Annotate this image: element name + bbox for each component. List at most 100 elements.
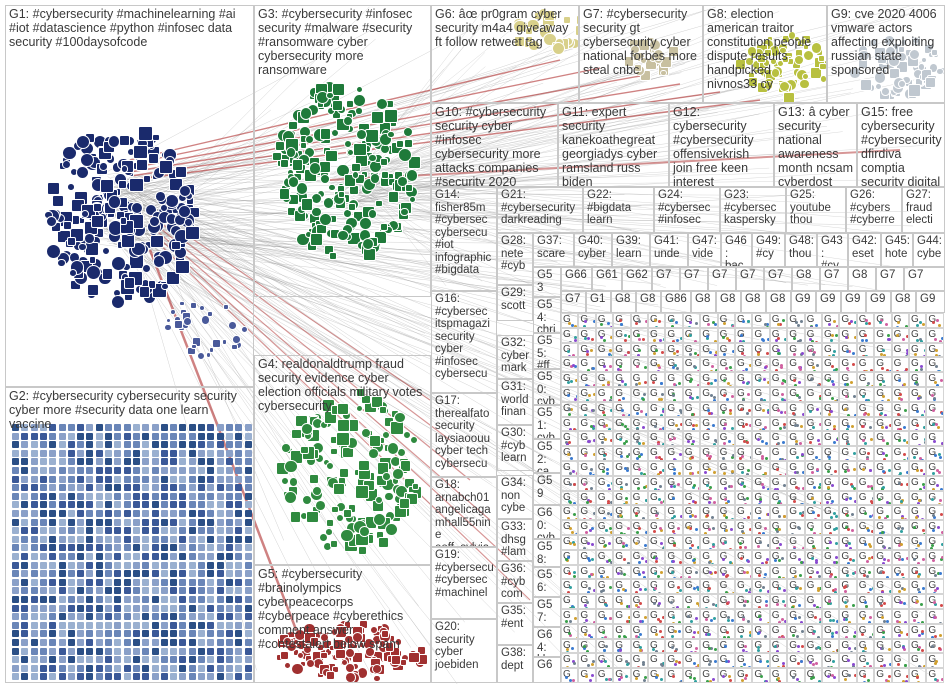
- node[interactable]: [867, 452, 871, 456]
- tiny-cluster[interactable]: G: [561, 401, 579, 417]
- node[interactable]: [835, 367, 839, 371]
- tiny-cluster[interactable]: G: [595, 387, 614, 402]
- tiny-cluster[interactable]: G: [856, 505, 875, 521]
- tiny-cluster[interactable]: G: [595, 401, 614, 417]
- node[interactable]: [940, 442, 943, 446]
- tiny-cluster[interactable]: G: [717, 623, 735, 639]
- node[interactable]: [571, 470, 575, 474]
- node[interactable]: [105, 656, 112, 664]
- node[interactable]: [235, 501, 243, 509]
- node[interactable]: [604, 677, 608, 681]
- node[interactable]: [844, 600, 848, 604]
- node[interactable]: [58, 492, 66, 500]
- node[interactable]: [925, 77, 936, 89]
- node[interactable]: [67, 596, 75, 603]
- node[interactable]: [862, 674, 866, 678]
- node[interactable]: [86, 656, 94, 664]
- cluster-g9-small-d[interactable]: G9: [866, 291, 891, 313]
- node[interactable]: [207, 544, 215, 552]
- node[interactable]: [105, 647, 112, 655]
- node[interactable]: [67, 458, 75, 466]
- cluster-g13[interactable]: G13: â cyber security national awareness…: [774, 103, 857, 187]
- node[interactable]: [108, 195, 122, 209]
- node[interactable]: [151, 441, 159, 449]
- tiny-cluster[interactable]: G: [630, 401, 648, 417]
- node[interactable]: [188, 467, 196, 474]
- node[interactable]: [207, 639, 215, 646]
- node[interactable]: [114, 673, 122, 681]
- node[interactable]: [763, 378, 767, 382]
- node[interactable]: [114, 639, 122, 646]
- node[interactable]: [940, 556, 943, 560]
- tiny-cluster[interactable]: G: [856, 564, 875, 580]
- tiny-cluster[interactable]: G: [561, 387, 579, 402]
- node[interactable]: [132, 673, 140, 681]
- tiny-cluster[interactable]: G: [717, 446, 735, 461]
- node[interactable]: [870, 486, 874, 490]
- node[interactable]: [722, 442, 726, 446]
- node[interactable]: [655, 633, 659, 637]
- tiny-cluster[interactable]: G: [839, 535, 857, 550]
- node[interactable]: [864, 442, 868, 446]
- node[interactable]: [225, 441, 233, 449]
- node[interactable]: [114, 510, 122, 517]
- node[interactable]: [188, 639, 196, 646]
- node[interactable]: [235, 596, 243, 603]
- tiny-cluster[interactable]: G: [856, 549, 875, 565]
- node[interactable]: [688, 352, 692, 356]
- node[interactable]: [49, 492, 57, 500]
- cluster-g47[interactable]: G47: vide: [688, 233, 721, 267]
- tiny-cluster[interactable]: G: [752, 446, 770, 461]
- tiny-cluster[interactable]: G: [561, 461, 579, 476]
- tiny-cluster[interactable]: G: [787, 431, 805, 447]
- node[interactable]: [748, 409, 752, 413]
- tiny-cluster[interactable]: G: [613, 342, 631, 358]
- tiny-cluster[interactable]: G: [874, 475, 892, 491]
- tiny-cluster[interactable]: G: [648, 357, 666, 373]
- node[interactable]: [160, 432, 168, 440]
- node[interactable]: [39, 535, 47, 543]
- node[interactable]: [672, 615, 676, 619]
- node[interactable]: [244, 578, 252, 586]
- tiny-cluster[interactable]: G: [665, 653, 683, 669]
- node[interactable]: [152, 255, 166, 268]
- node[interactable]: [105, 604, 112, 612]
- tiny-cluster[interactable]: G: [665, 638, 683, 654]
- tiny-cluster[interactable]: G: [856, 313, 875, 328]
- node[interactable]: [320, 651, 328, 660]
- tiny-cluster[interactable]: G: [856, 357, 875, 373]
- node[interactable]: [225, 664, 233, 672]
- tiny-cluster[interactable]: G: [769, 638, 788, 654]
- node[interactable]: [216, 467, 224, 474]
- node[interactable]: [30, 467, 38, 474]
- node[interactable]: [601, 440, 605, 444]
- node[interactable]: [863, 511, 867, 515]
- tiny-cluster[interactable]: G: [648, 461, 666, 476]
- node[interactable]: [88, 255, 97, 264]
- node[interactable]: [95, 449, 103, 457]
- node[interactable]: [590, 467, 594, 471]
- node[interactable]: [608, 542, 612, 546]
- tiny-cluster[interactable]: G: [735, 387, 753, 402]
- node[interactable]: [114, 604, 122, 612]
- node[interactable]: [816, 586, 820, 590]
- node[interactable]: [325, 528, 334, 536]
- node[interactable]: [49, 475, 57, 483]
- tiny-cluster[interactable]: G: [909, 668, 927, 683]
- node[interactable]: [39, 570, 47, 578]
- node[interactable]: [606, 467, 610, 471]
- node[interactable]: [30, 553, 38, 560]
- node[interactable]: [21, 432, 29, 440]
- node[interactable]: [216, 570, 224, 578]
- node[interactable]: [21, 647, 29, 655]
- tiny-cluster[interactable]: G: [648, 549, 666, 565]
- node[interactable]: [244, 596, 252, 603]
- cluster-g9-small-b[interactable]: G9: [816, 291, 841, 313]
- node[interactable]: [708, 350, 712, 354]
- tiny-cluster[interactable]: G: [613, 372, 631, 387]
- tiny-cluster[interactable]: G: [891, 387, 909, 402]
- node[interactable]: [599, 323, 603, 327]
- node[interactable]: [643, 365, 647, 369]
- node[interactable]: [832, 383, 836, 386]
- node[interactable]: [46, 181, 61, 195]
